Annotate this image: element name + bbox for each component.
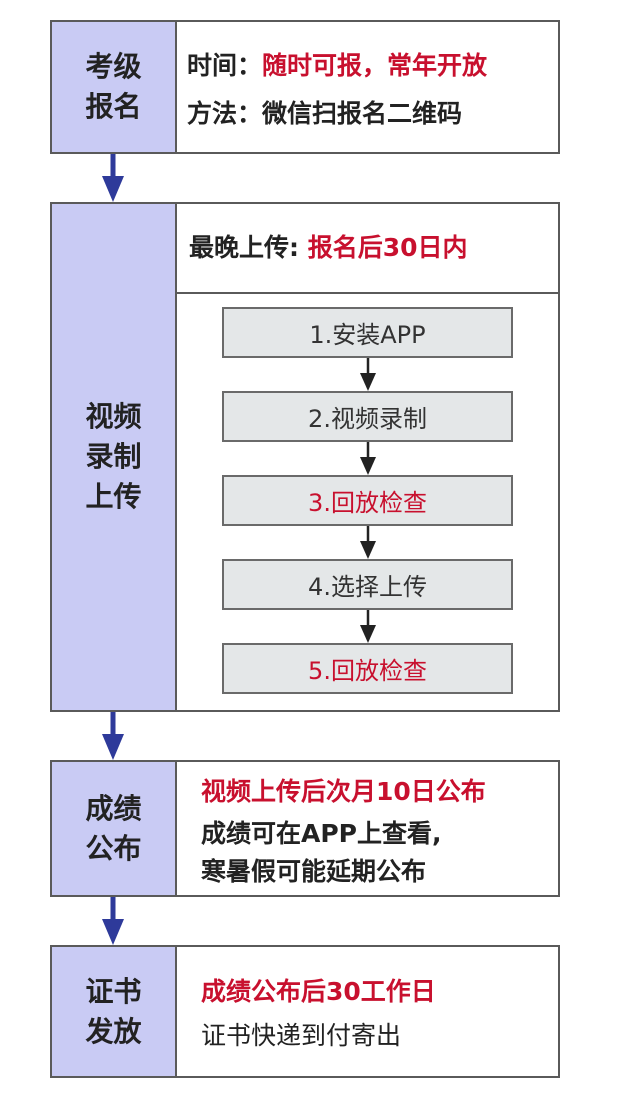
results-app-line: 成绩可在APP上查看, [201,819,442,848]
label-line: 上传 [85,480,142,513]
certificate-timing-line: 成绩公布后30工作日 [201,977,436,1006]
stage-panel-video-upload: 最晚上传: 报名后30日内 [175,202,560,712]
step-text: 2.视频录制 [308,405,427,433]
stage-arrow-head [102,919,124,945]
stage-panel-results: 视频上传后次月10日公布 成绩可在APP上查看, 寒暑假可能延期公布 [175,760,560,897]
section-divider [177,292,558,294]
stage-panel-certificate: 成绩公布后30工作日 证书快递到付寄出 [175,945,560,1078]
results-release-line: 视频上传后次月10日公布 [201,777,486,806]
label-line: 发放 [85,1014,142,1048]
step-install-app: 1.安装APP [222,307,513,358]
row-value: 微信扫报名二维码 [262,99,463,128]
step-text: 4.选择上传 [308,573,427,601]
stage-panel-registration: 时间：随时可报，常年开放 方法：微信扫报名二维码 [175,20,560,154]
results-holiday-line: 寒暑假可能延期公布 [201,857,427,886]
stage-arrow-head [102,734,124,760]
row-value: 随时可报，常年开放 [262,51,488,80]
row-prefix: 时间： [187,51,263,80]
row-value: 报名后30日内 [307,233,468,262]
upload-deadline-row: 最晚上传: 报名后30日内 [189,231,468,265]
stage-arrow-head [102,176,124,202]
certificate-delivery-line: 证书快递到付寄出 [201,1021,402,1050]
label-line: 录制 [85,440,142,473]
step-text: 5.回放检查 [308,657,427,685]
label-line: 成绩 [85,791,142,825]
registration-time-row: 时间：随时可报，常年开放 [187,49,487,83]
step-select-upload: 4.选择上传 [222,559,513,610]
registration-method-row: 方法：微信扫报名二维码 [187,97,462,131]
label-line: 报名 [85,90,142,123]
step-text: 1.安装APP [309,321,426,349]
stage-label-video-upload: 视频 录制 上传 [50,202,177,712]
stage-label-registration: 考级 报名 [50,20,177,154]
step-record-video: 2.视频录制 [222,391,513,442]
step-playback-check: 3.回放检查 [222,475,513,526]
step-text: 3.回放检查 [308,489,427,517]
label-line: 视频 [85,400,142,433]
label-line: 考级 [85,50,142,83]
stage-label-certificate: 证书 发放 [50,945,177,1078]
row-prefix: 最晚上传: [189,233,308,262]
label-line: 公布 [85,831,142,865]
stage-label-results: 成绩 公布 [50,760,177,897]
row-prefix: 方法： [187,99,263,128]
label-line: 证书 [85,974,142,1008]
step-final-playback-check: 5.回放检查 [222,643,513,694]
